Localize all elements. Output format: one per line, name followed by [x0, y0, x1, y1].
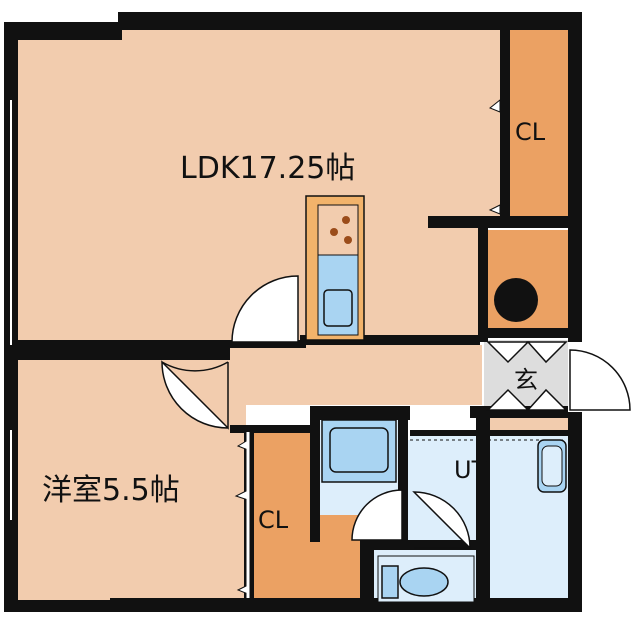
- ldk-door: [231, 275, 299, 343]
- toilet-tank: [381, 565, 399, 599]
- bath-door: [351, 489, 403, 541]
- walls: [4, 12, 582, 612]
- toilet-bowl: [399, 567, 449, 597]
- closet-top-label: CL: [515, 118, 546, 146]
- bathroom: [321, 419, 567, 493]
- doors: [161, 275, 631, 549]
- toilet: [377, 555, 475, 603]
- floors: [18, 20, 570, 610]
- shoe-closet-door: [486, 341, 530, 364]
- kitchen-sink: [323, 289, 353, 327]
- utility-door: [412, 491, 472, 549]
- closet-doors: [234, 98, 501, 598]
- water-heater-icon: [494, 278, 538, 322]
- stove-burner: [342, 216, 350, 224]
- entrance-label: 玄: [514, 366, 538, 394]
- kitchen: [305, 195, 365, 341]
- utility-label: UT: [454, 456, 487, 484]
- entrance-door: [569, 349, 631, 411]
- closet-top-floor: [508, 30, 570, 218]
- hallway-floor: [230, 345, 482, 405]
- closet-bottom-label: CL: [258, 506, 289, 534]
- bedroom-floor-lower: [118, 430, 253, 610]
- bedroom-label: 洋室5.5帖: [42, 473, 180, 508]
- bedroom-door: [161, 360, 229, 430]
- ldk-floor: [18, 20, 500, 340]
- ldk-label: LDK17.25帖: [180, 151, 355, 186]
